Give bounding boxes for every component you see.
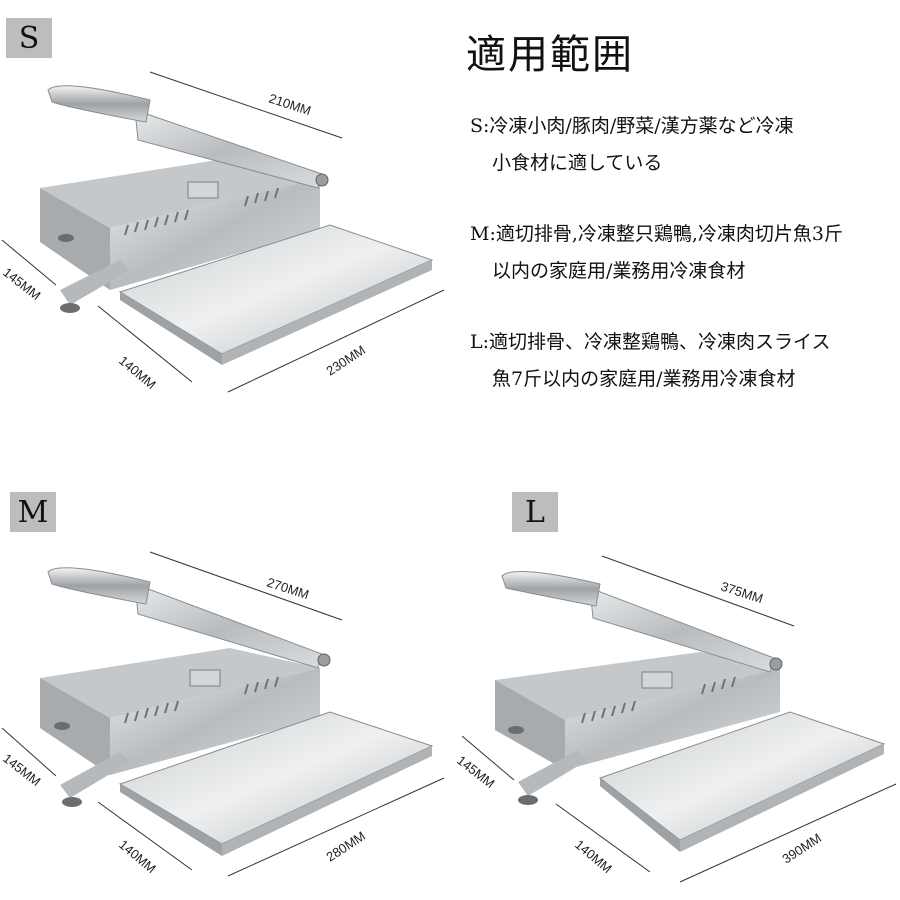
usage-item-l-line1: L:適切排骨、冷凍整鶏鴨、冷凍肉スライス — [470, 331, 831, 353]
usage-item-s-line2: 小食材に適している — [492, 152, 663, 174]
dim-height-m: 145MM — [0, 751, 43, 790]
dim-base-s: 230MM — [323, 342, 368, 378]
usage-item-l: L:適切排骨、冷凍整鶏鴨、冷凍肉スライス 魚7斤以内の家庭用/業務用冷凍食材 — [470, 324, 890, 398]
usage-item-s-line1: S:冷凍小肉/豚肉/野菜/漢方薬など冷凍 — [470, 115, 794, 137]
size-badge-m: M — [10, 492, 56, 532]
size-badge-s: S — [6, 18, 52, 58]
dim-height-s: 145MM — [0, 265, 43, 304]
dim-height-l: 145MM — [454, 753, 497, 792]
usage-item-m-line1: M:適切排骨,冷凍整只鶏鴨,冷凍肉切片魚3斤 — [470, 223, 844, 245]
usage-item-m-line2: 以内の家庭用/業務用冷凍食材 — [492, 260, 746, 282]
slicer-illustration-s: 210MM 230MM 145MM 140MM — [0, 71, 445, 393]
slicer-illustration-l: 375MM 390MM 145MM 140MM — [454, 555, 897, 883]
dim-length-l: 375MM — [719, 579, 765, 607]
dim-base-m: 280MM — [323, 828, 368, 864]
usage-title: 適用範囲 — [466, 32, 634, 78]
usage-item-s: S:冷凍小肉/豚肉/野菜/漢方薬など冷凍 小食材に適している — [470, 108, 890, 182]
dim-width-m: 140MM — [116, 837, 159, 876]
dim-length-m: 270MM — [265, 575, 311, 603]
slicer-illustration-m: 270MM 280MM 145MM 140MM — [0, 551, 445, 877]
usage-item-l-line2: 魚7斤以内の家庭用/業務用冷凍食材 — [492, 368, 796, 390]
dim-width-l: 140MM — [572, 837, 615, 876]
size-badge-l: L — [512, 492, 558, 532]
usage-item-m: M:適切排骨,冷凍整只鶏鴨,冷凍肉切片魚3斤 以内の家庭用/業務用冷凍食材 — [470, 216, 890, 290]
dim-width-s: 140MM — [116, 353, 159, 392]
dim-base-l: 390MM — [779, 830, 824, 866]
